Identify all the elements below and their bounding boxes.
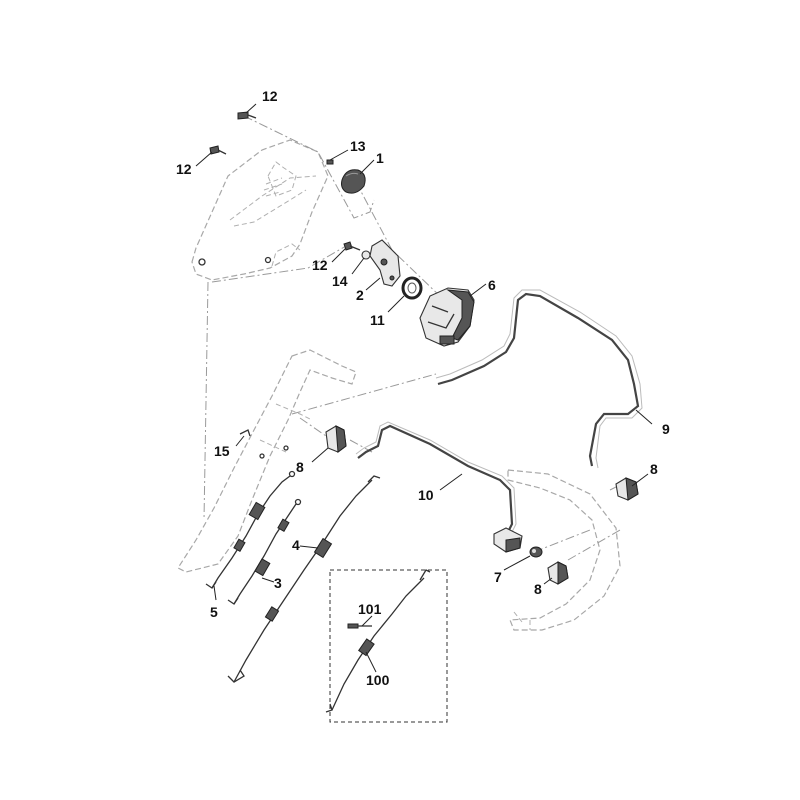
callout-4: 4 xyxy=(292,537,300,553)
screw-12-mid xyxy=(343,241,361,251)
grommet-8-lower xyxy=(547,561,569,585)
lever-bracket-2 xyxy=(369,239,401,287)
cable-3 xyxy=(227,498,302,605)
drive-lever-10 xyxy=(355,421,523,553)
callout-100: 100 xyxy=(366,672,390,688)
grommet-8-left xyxy=(325,425,347,453)
pin-101 xyxy=(347,623,372,629)
assembly-guides xyxy=(203,115,631,561)
callout-5: 5 xyxy=(210,604,218,620)
cable-100 xyxy=(325,569,431,713)
callout-6: 6 xyxy=(488,277,496,293)
pin-13 xyxy=(326,159,334,165)
leader-lines xyxy=(195,103,653,673)
callout-1: 1 xyxy=(376,150,384,166)
callout-8-left: 8 xyxy=(296,459,304,475)
screw-12-top xyxy=(237,111,257,120)
bushing-7 xyxy=(529,546,543,558)
callout-14: 14 xyxy=(332,273,348,289)
lower-handle-outline xyxy=(177,349,357,573)
callout-8-lower: 8 xyxy=(534,581,542,597)
clip-15 xyxy=(239,429,251,437)
handle-housing-outline xyxy=(191,139,329,281)
callout-9: 9 xyxy=(662,421,670,437)
callout-101: 101 xyxy=(358,601,382,617)
cable-4 xyxy=(227,475,381,683)
grommet-8-right xyxy=(615,477,639,501)
callout-2: 2 xyxy=(356,287,364,303)
inset-box xyxy=(329,569,448,723)
bail-handle-9 xyxy=(435,289,643,469)
cable-5 xyxy=(205,470,296,589)
callout-12-mid: 12 xyxy=(312,257,328,273)
callout-12-left: 12 xyxy=(176,161,192,177)
lower-right-handle-outline xyxy=(507,469,621,631)
callout-15: 15 xyxy=(214,443,230,459)
callout-12-top: 12 xyxy=(262,88,278,104)
callout-3: 3 xyxy=(274,575,282,591)
control-housing-6 xyxy=(419,287,475,347)
callout-13: 13 xyxy=(350,138,366,154)
callout-7: 7 xyxy=(494,569,502,585)
callout-8-right: 8 xyxy=(650,461,658,477)
ring-11 xyxy=(401,276,423,300)
knob-1 xyxy=(341,169,366,194)
callout-11: 11 xyxy=(370,312,385,328)
screw-12-left xyxy=(209,145,227,155)
callout-10: 10 xyxy=(418,487,434,503)
washer-14 xyxy=(361,250,371,260)
